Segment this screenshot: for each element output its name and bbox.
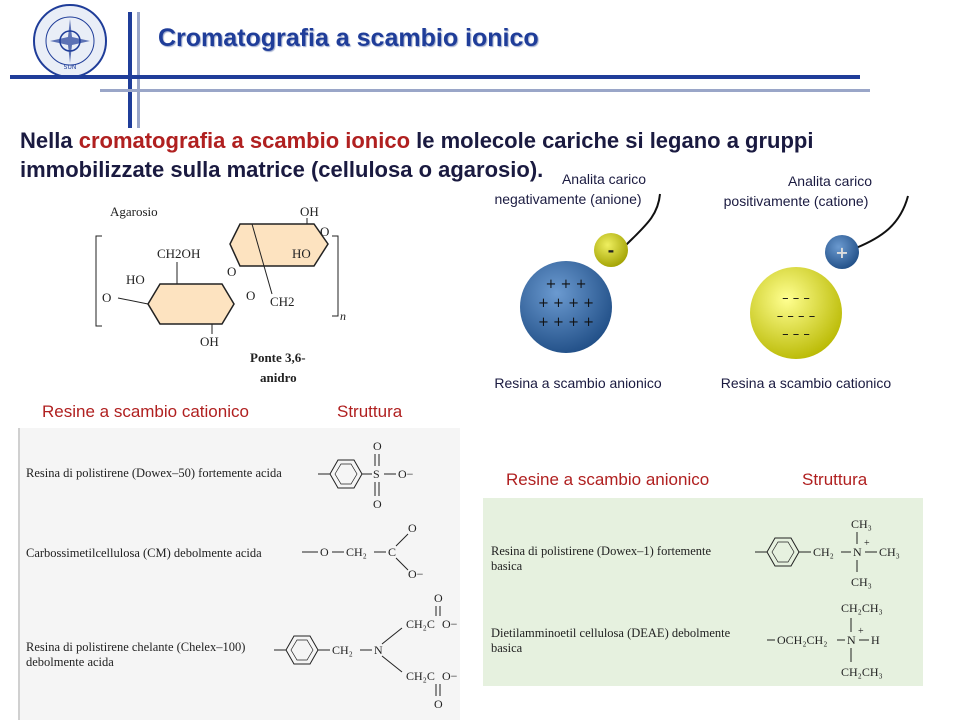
svg-text:+: +	[858, 626, 864, 637]
svg-text:– – –: – – –	[782, 291, 810, 306]
header-horizontal-rule-light	[100, 89, 870, 92]
cation-analyte-label-line2: positivamente (catione)	[724, 193, 869, 209]
svg-text:CH₃: CH₃	[851, 575, 872, 589]
svg-text:O: O	[320, 545, 329, 559]
agarose-caption-line2: anidro	[260, 370, 297, 385]
anion-table-header-left: Resine a scambio anionico	[506, 470, 710, 489]
header-horizontal-rule	[10, 75, 860, 79]
svg-text:H: H	[871, 633, 880, 647]
ion-exchange-illustration: Analita carico negativamente (anione) - …	[494, 171, 909, 391]
svg-text:CH₃: CH₃	[851, 517, 872, 531]
cation-row-1-structure: S O O O−	[318, 439, 414, 511]
svg-text:CH₂CH₃: CH₂CH₃	[841, 665, 883, 679]
agarose-caption-line1: Ponte 3,6-	[250, 350, 306, 365]
agarose-title: Agarosio	[110, 204, 158, 219]
svg-text:+: +	[864, 538, 870, 549]
svg-text:O: O	[434, 591, 443, 605]
svg-text:O−: O−	[408, 567, 424, 580]
svg-text:CH₂CH₃: CH₂CH₃	[841, 601, 883, 615]
anion-analyte-label-line1: Analita carico	[562, 171, 646, 187]
anion-row-2-name-line1: Dietilamminoetil cellulosa (DEAE) debolm…	[491, 626, 731, 640]
anion-analyte-bead	[594, 233, 628, 267]
svg-text:CH₂C: CH₂C	[406, 669, 435, 683]
header-vertical-rule	[128, 12, 132, 128]
svg-text:OH: OH	[200, 334, 219, 349]
svg-text:O−: O−	[442, 617, 458, 631]
svg-text:CH₃: CH₃	[879, 545, 900, 559]
cation-analyte-label-line1: Analita carico	[788, 173, 872, 189]
svg-text:+ + + +: + + + +	[538, 315, 594, 330]
intro-paragraph: Nella cromatografia a scambio ionico le …	[20, 126, 955, 184]
svg-text:+ + + +: + + + +	[538, 296, 594, 311]
anion-row-1-name: Resina di polistirene (Dowex–1) fortemen…	[491, 544, 751, 574]
svg-text:O−: O−	[442, 669, 458, 683]
cation-resin-table: Resina di polistirene (Dowex–50) forteme…	[18, 428, 460, 720]
cation-table-header-right: Struttura	[337, 402, 403, 421]
svg-text:O: O	[102, 290, 111, 305]
svg-text:+ + +: + + +	[546, 277, 587, 292]
anion-row-1-name-line2: basica	[491, 559, 523, 573]
university-logo: SUN	[33, 4, 107, 78]
cation-analyte-bead	[825, 235, 859, 269]
anion-row-2-name-line2: basica	[491, 641, 523, 655]
svg-text:O−: O−	[398, 467, 414, 481]
intro-text-start: Nella	[20, 128, 79, 153]
cation-row-3-structure: CH₂ N CH₂C O− O CH₂C O− O	[274, 591, 458, 711]
intro-text-end: le molecole cariche si legano a gruppi i…	[20, 128, 814, 182]
svg-text:CH₂C: CH₂C	[406, 617, 435, 631]
anion-row-1-structure: CH₂ N + CH₃ CH₃ CH₃	[755, 517, 900, 589]
cation-analyte-charge: +	[835, 243, 848, 262]
svg-text:CH₂: CH₂	[346, 545, 367, 559]
svg-text:O: O	[373, 497, 382, 511]
svg-text:O: O	[246, 288, 255, 303]
anion-table-header-right: Struttura	[802, 470, 868, 489]
anion-analyte-charge: -	[608, 241, 615, 260]
svg-text:O: O	[320, 224, 329, 239]
anion-row-1-name-line1: Resina di polistirene (Dowex–1) fortemen…	[491, 544, 712, 558]
cation-resin-label: Resina a scambio cationico	[721, 375, 892, 391]
page-title: Cromatografia a scambio ionico	[158, 24, 539, 52]
cation-table-header-left: Resine a scambio cationico	[42, 402, 249, 421]
anion-analyte-label-line2: negativamente (anione)	[494, 191, 641, 207]
cation-row-3-name-line2: debolmente acida	[26, 655, 114, 669]
svg-text:CH2: CH2	[270, 294, 295, 309]
svg-text:n: n	[340, 309, 346, 323]
cation-row-2-name: Carbossimetilcellulosa (CM) debolmente a…	[26, 546, 262, 560]
cation-row-1-name: Resina di polistirene (Dowex–50) forteme…	[26, 466, 282, 480]
svg-text:CH2OH: CH2OH	[157, 246, 200, 261]
svg-text:OCH₂CH₂: OCH₂CH₂	[777, 633, 827, 647]
svg-text:– – – –: – – – –	[777, 309, 815, 324]
svg-text:N: N	[847, 633, 856, 647]
cation-row-3-name-line1: Resina di polistirene chelante (Chelex–1…	[26, 640, 246, 654]
svg-text:S: S	[373, 467, 380, 481]
svg-text:C: C	[388, 545, 396, 559]
svg-text:O: O	[373, 439, 382, 453]
anion-resin-label: Resina a scambio anionico	[494, 375, 662, 391]
cation-exchange-resin-bead	[750, 267, 842, 359]
svg-text:CH₂: CH₂	[332, 643, 353, 657]
anion-resin-table: Resina di polistirene (Dowex–1) fortemen…	[483, 498, 923, 686]
cation-row-2-structure: O CH₂ C O O−	[302, 521, 424, 580]
svg-text:SUN: SUN	[64, 64, 77, 71]
agarose-structure: Agarosio CH2OH HO O OH O HO O O CH2 OH n…	[95, 204, 346, 385]
svg-text:O: O	[408, 521, 417, 535]
svg-text:HO: HO	[292, 246, 311, 261]
cation-row-3-name: Resina di polistirene chelante (Chelex–1…	[26, 640, 286, 670]
svg-text:– – –: – – –	[782, 327, 810, 342]
intro-highlight: cromatografia a scambio ionico	[78, 128, 411, 153]
svg-text:N: N	[374, 643, 383, 657]
anion-row-2-name: Dietilamminoetil cellulosa (DEAE) debolm…	[491, 626, 761, 656]
svg-text:O: O	[227, 264, 236, 279]
anion-row-2-structure: OCH₂CH₂ N + CH₂CH₃ CH₂CH₃ H	[767, 601, 883, 679]
svg-text:N: N	[853, 545, 862, 559]
anion-exchange-resin-bead	[520, 261, 612, 353]
header-vertical-rule-light	[137, 12, 140, 128]
svg-text:HO: HO	[126, 272, 145, 287]
svg-text:O: O	[434, 697, 443, 711]
svg-text:CH₂: CH₂	[813, 545, 834, 559]
svg-text:OH: OH	[300, 204, 319, 219]
